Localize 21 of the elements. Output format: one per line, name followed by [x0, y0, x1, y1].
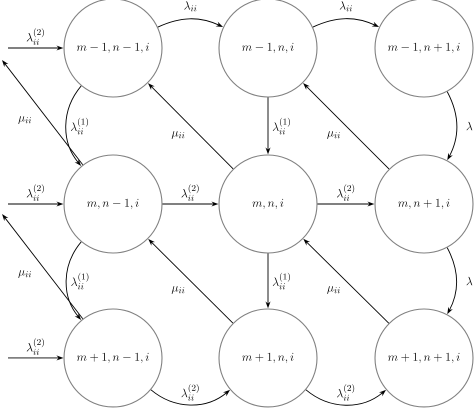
edge-label: $\mu_{ii}$	[170, 285, 186, 295]
edge-label: $\lambda_{ii}^{(2)}$	[180, 183, 202, 202]
edge-label: $\mu_{ii}$	[326, 130, 342, 140]
edge-label: $\lambda_{ii}^{(1)}$	[69, 116, 90, 136]
edge-label: $\mu_{ii}$	[170, 130, 186, 140]
edge-label: $\lambda_{ii}^{(2)}$	[180, 382, 202, 402]
edge-label: $\lambda_{ii}^{(2)}$	[335, 183, 357, 202]
edge-label: $\lambda_{ii}^{(1)}$	[271, 116, 292, 136]
edge-label: $\lambda_{ii}^{(2)}$	[335, 383, 357, 402]
edge-label: $\lambda_{ii}^{(1)}$	[70, 272, 91, 290]
edge-label: $\mu_{ii}$	[17, 115, 33, 125]
edge-label: $\mu_{ii}$	[17, 269, 33, 279]
edge-label: $\lambda_{ii}$	[340, 1, 352, 12]
edge-label: $\lambda_{ii}^{(2)}$	[25, 183, 46, 202]
edge-label: $\lambda_{ii}$	[184, 1, 196, 12]
edge-label: $\lambda$	[466, 276, 472, 286]
edge-label: $\mu_{ii}$	[326, 285, 342, 295]
edge-label: $\lambda_{ii}^{(2)}$	[25, 337, 46, 356]
edge-label: $\lambda_{ii}^{(2)}$	[25, 27, 46, 46]
edge-label: $\lambda_{ii}^{(1)}$	[271, 272, 292, 290]
edge-label: $\lambda$	[466, 122, 472, 130]
